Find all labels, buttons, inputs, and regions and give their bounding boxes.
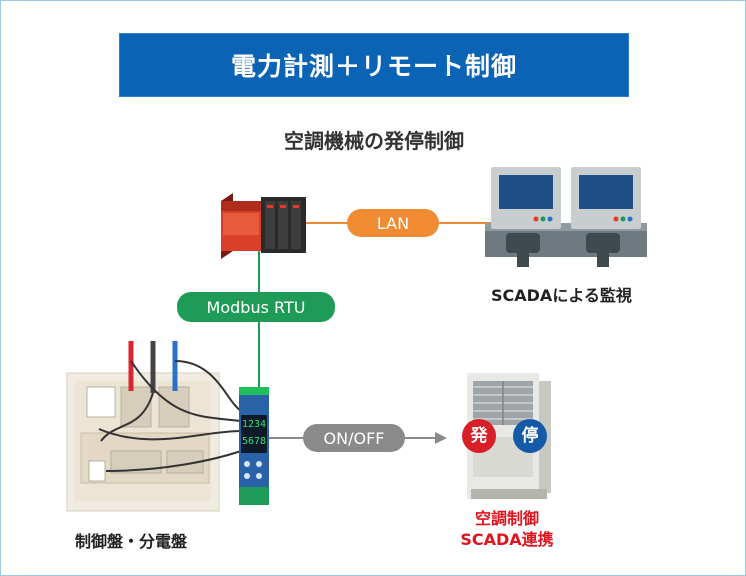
diagram-subtitle: 空調機械の発停制御 <box>284 129 464 153</box>
start-badge: 発 <box>470 426 488 446</box>
panel-caption: 制御盤・分電盤 <box>75 532 188 551</box>
plc-icon <box>221 193 306 259</box>
meter-device-icon <box>239 387 269 505</box>
scada-caption: SCADAによる監視 <box>491 286 632 305</box>
onoff-arrowhead <box>435 432 447 444</box>
onoff-label: ON/OFF <box>303 424 405 452</box>
scada-station-icon <box>485 167 647 267</box>
lan-label: LAN <box>347 209 439 237</box>
banner-title: 電力計測＋リモート制御 <box>119 33 629 97</box>
meter-display-bottom: 5678 <box>241 436 267 447</box>
hvac-caption-line2: SCADA連携 <box>460 530 554 549</box>
hvac-unit-icon <box>462 373 551 499</box>
modbus-label: Modbus RTU <box>177 292 335 322</box>
hvac-caption-line1: 空調制御 <box>474 509 539 528</box>
control-panel-icon <box>66 341 242 512</box>
meter-display-top: 1234 <box>241 419 267 430</box>
start-badge-circle <box>462 419 496 453</box>
stop-badge-circle <box>513 419 547 453</box>
stop-badge: 停 <box>521 426 539 446</box>
